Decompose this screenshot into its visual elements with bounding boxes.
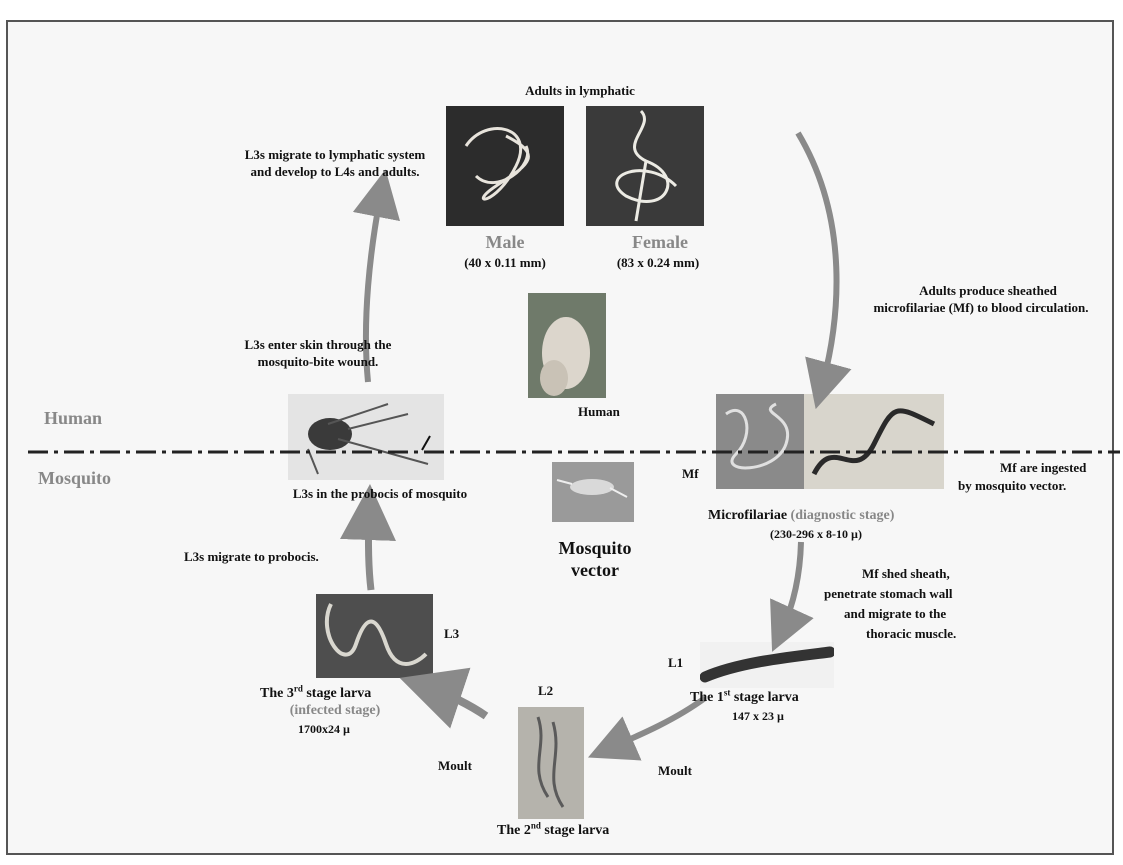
mf-caption-main: Microfilariae bbox=[708, 508, 787, 523]
mf-tag: Mf bbox=[682, 466, 699, 482]
l3-tag: L3 bbox=[444, 626, 459, 642]
step-mf-shed-line1: Mf shed sheath, bbox=[862, 566, 950, 582]
mosquito-host-caption-line2: vector bbox=[540, 560, 650, 580]
step-l3-to-probocis: L3s migrate to probocis. bbox=[184, 549, 319, 565]
adults-title: Adults in lymphatic bbox=[500, 83, 660, 99]
moult-label-right: Moult bbox=[658, 763, 692, 779]
l2-caption-post: stage larva bbox=[541, 823, 609, 838]
arrow-l2-to-l3 bbox=[430, 688, 486, 716]
arrow-adults-to-mf bbox=[798, 133, 837, 386]
male-size: (40 x 0.11 mm) bbox=[440, 255, 570, 271]
step-l3-to-lymph-line1: L3s migrate to lymphatic system bbox=[210, 147, 460, 163]
l3-caption-pre: The 3 bbox=[260, 686, 294, 701]
l3-probocis-caption: L3s in the probocis of mosquito bbox=[260, 486, 500, 502]
female-label: Female bbox=[620, 232, 700, 252]
l3-caption: The 3rd stage larva bbox=[260, 686, 371, 702]
l1-caption-pre: The 1 bbox=[690, 690, 724, 705]
l3-caption-grey: (infected stage) bbox=[260, 703, 410, 719]
l2-caption-pre: The 2 bbox=[497, 823, 531, 838]
l1-tag: L1 bbox=[668, 655, 683, 671]
step-mf-ingested-line2: by mosquito vector. bbox=[958, 478, 1066, 494]
l2-caption-sup: nd bbox=[531, 820, 541, 830]
moult-label-left: Moult bbox=[438, 758, 472, 774]
step-mf-shed-line2: penetrate stomach wall bbox=[824, 586, 953, 602]
step-l3-enter-line2: mosquito-bite wound. bbox=[218, 354, 418, 370]
mf-caption-grey: (diagnostic stage) bbox=[791, 508, 895, 523]
step-mf-ingested-line1: Mf are ingested bbox=[1000, 460, 1086, 476]
l3-size: 1700x24 µ bbox=[298, 721, 350, 737]
step-adults-produce-line1: Adults produce sheathed bbox=[858, 283, 1118, 299]
mosquito-host-caption-line1: Mosquito bbox=[540, 538, 650, 558]
step-mf-shed-line4: thoracic muscle. bbox=[866, 626, 956, 642]
l3-caption-post: stage larva bbox=[303, 686, 371, 701]
l3-caption-sup: rd bbox=[294, 683, 303, 693]
step-l3-enter-line1: L3s enter skin through the bbox=[218, 337, 418, 353]
female-size: (83 x 0.24 mm) bbox=[593, 255, 723, 271]
human-host-caption: Human bbox=[578, 404, 620, 420]
step-l3-to-lymph-line2: and develop to L4s and adults. bbox=[210, 164, 460, 180]
l1-caption: The 1st stage larva bbox=[690, 690, 799, 706]
l1-caption-post: stage larva bbox=[730, 690, 798, 705]
male-label: Male bbox=[470, 232, 540, 252]
l2-tag: L2 bbox=[538, 683, 553, 699]
step-adults-produce-line2: microfilariae (Mf) to blood circulation. bbox=[840, 300, 1122, 316]
l1-size: 147 x 23 µ bbox=[732, 708, 784, 724]
mf-size: (230-296 x 8-10 µ) bbox=[746, 526, 886, 542]
zone-label-mosquito: Mosquito bbox=[38, 468, 111, 488]
arrow-mf-to-l1 bbox=[782, 542, 801, 630]
mf-caption: Microfilariae (diagnostic stage) bbox=[708, 508, 894, 524]
step-mf-shed-line3: and migrate to the bbox=[844, 606, 946, 622]
arrow-l3-to-probocis bbox=[368, 512, 371, 590]
l2-caption: The 2nd stage larva bbox=[497, 823, 609, 839]
zone-label-human: Human bbox=[44, 408, 102, 428]
